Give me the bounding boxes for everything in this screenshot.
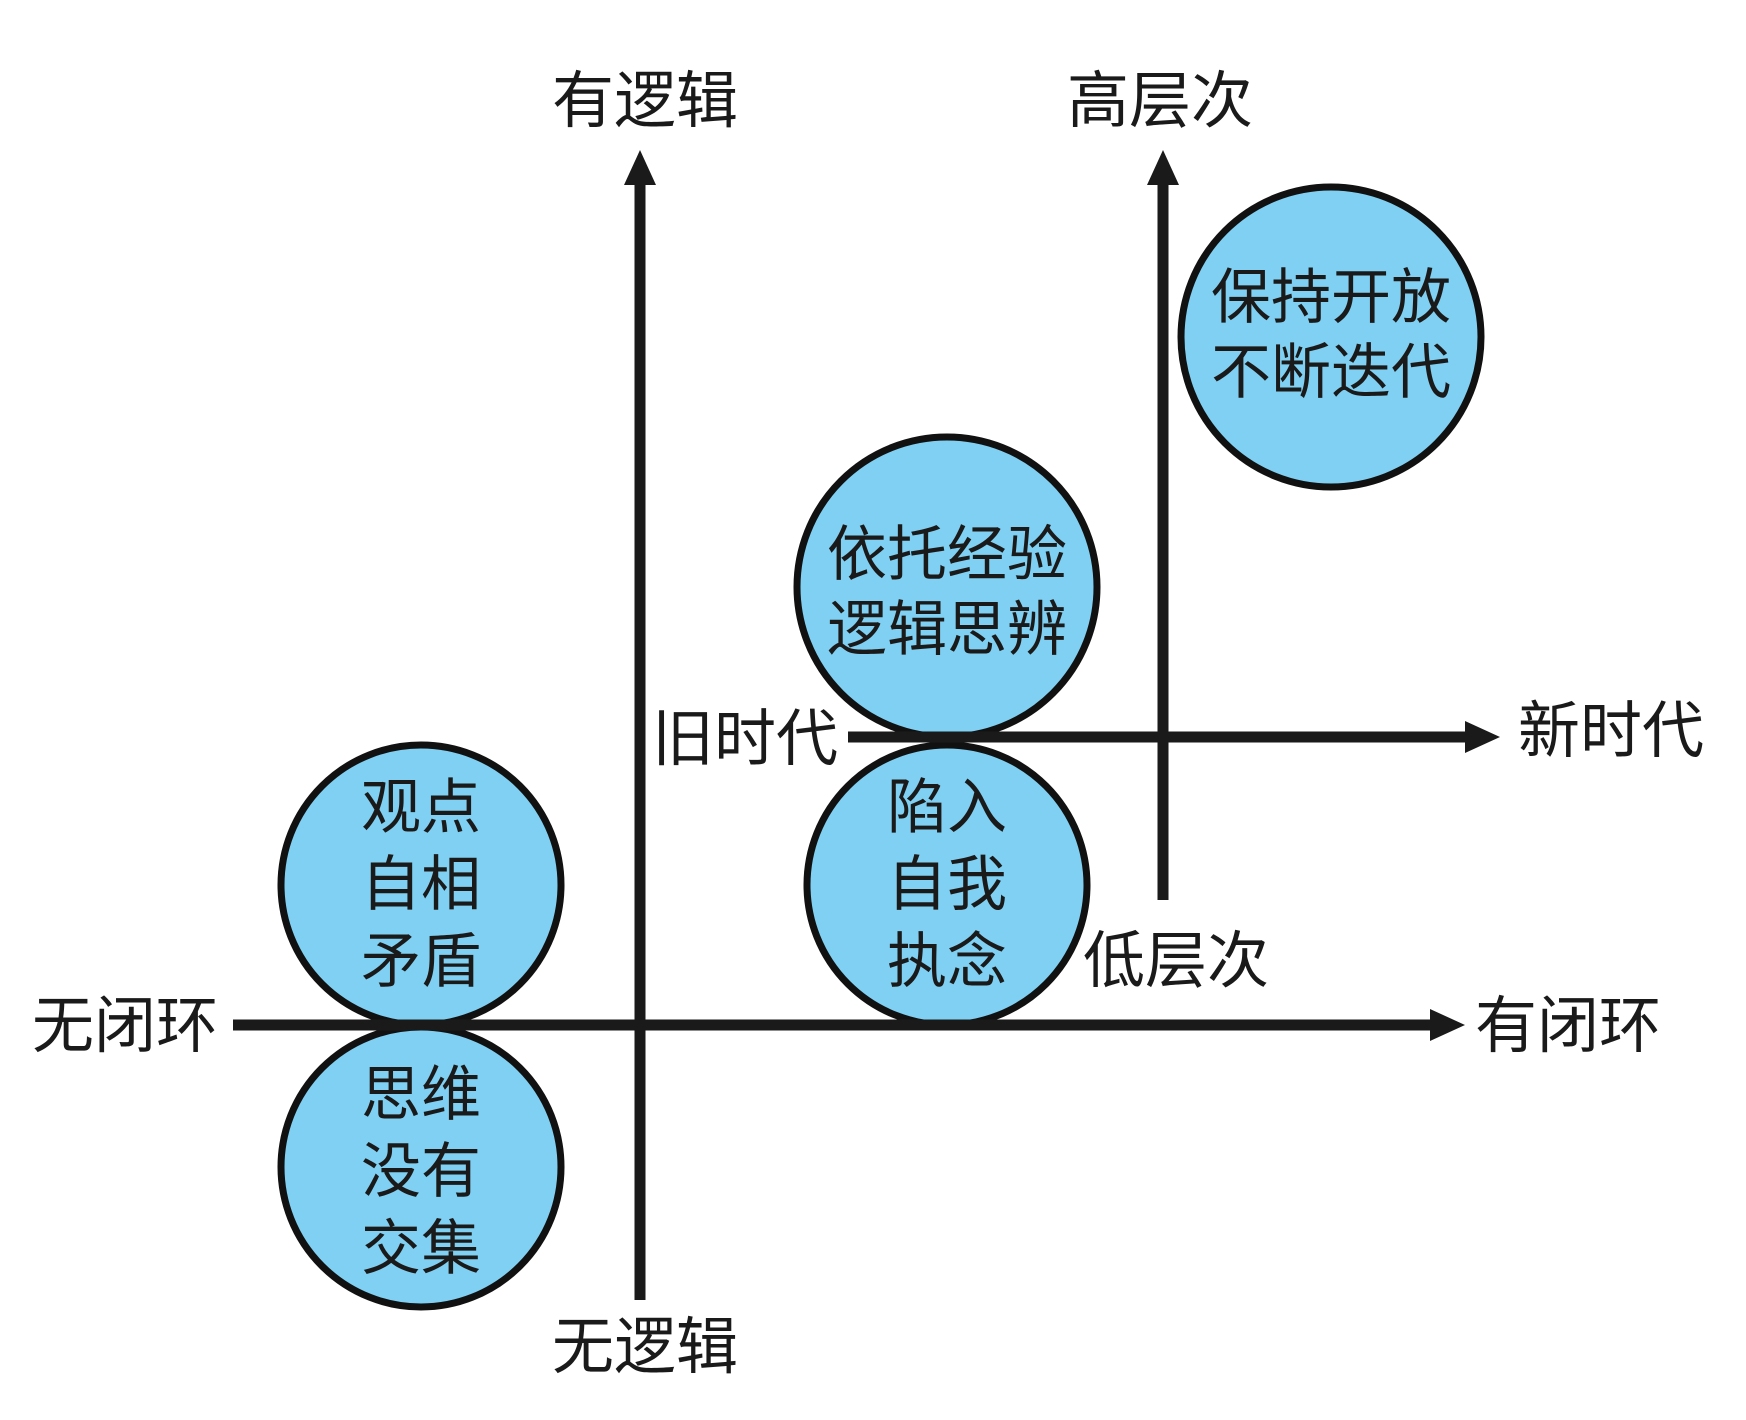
level-axis-bottom-label: 低层次	[1083, 924, 1269, 997]
bubble-experience: 依托经验 逻辑思辨	[793, 433, 1101, 741]
bubble-contradiction-line-3: 矛盾	[361, 927, 481, 997]
bubble-iterate-line-1: 保持开放	[1211, 263, 1451, 333]
logic-axis-arrow	[624, 150, 656, 185]
bubble-self-obsession-line-2: 自我	[887, 850, 1007, 920]
era-axis: 旧时代 新时代	[652, 694, 1704, 775]
bubble-contradiction: 观点 自相 矛盾	[277, 741, 565, 1029]
bubble-experience-line-1: 依托经验	[827, 520, 1067, 590]
closure-axis-right-label: 有闭环	[1475, 989, 1661, 1062]
era-axis-left-label: 旧时代	[652, 702, 838, 775]
bubble-no-intersection: 思维 没有 交集	[277, 1023, 565, 1311]
bubble-no-intersection-line-2: 没有	[361, 1137, 481, 1207]
level-axis: 高层次 低层次	[1067, 64, 1269, 997]
bubble-contradiction-line-2: 自相	[361, 850, 481, 920]
bubble-self-obsession: 陷入 自我 执念	[803, 741, 1091, 1029]
closure-axis-left-label: 无闭环	[32, 989, 218, 1062]
bubble-self-obsession-line-3: 执念	[887, 927, 1007, 997]
bubble-contradiction-line-1: 观点	[361, 773, 481, 843]
era-axis-right-label: 新时代	[1518, 694, 1704, 767]
closure-axis: 无闭环 有闭环	[32, 989, 1661, 1062]
bubble-no-intersection-line-3: 交集	[361, 1214, 481, 1284]
bubble-iterate-circle	[1177, 183, 1485, 491]
logic-axis-bottom-label: 无逻辑	[552, 1310, 738, 1383]
bubble-self-obsession-line-1: 陷入	[887, 773, 1007, 843]
closure-axis-arrow	[1430, 1009, 1465, 1041]
era-axis-arrow	[1465, 721, 1500, 753]
bubble-iterate-line-2: 不断迭代	[1211, 338, 1451, 408]
level-axis-arrow	[1147, 150, 1179, 185]
logic-axis: 有逻辑 无逻辑	[552, 64, 738, 1383]
bubble-no-intersection-line-1: 思维	[361, 1060, 481, 1130]
bubble-experience-line-2: 逻辑思辨	[827, 595, 1067, 665]
logic-axis-top-label: 有逻辑	[552, 64, 738, 137]
bubble-iterate: 保持开放 不断迭代	[1177, 183, 1485, 491]
level-axis-top-label: 高层次	[1067, 64, 1253, 137]
